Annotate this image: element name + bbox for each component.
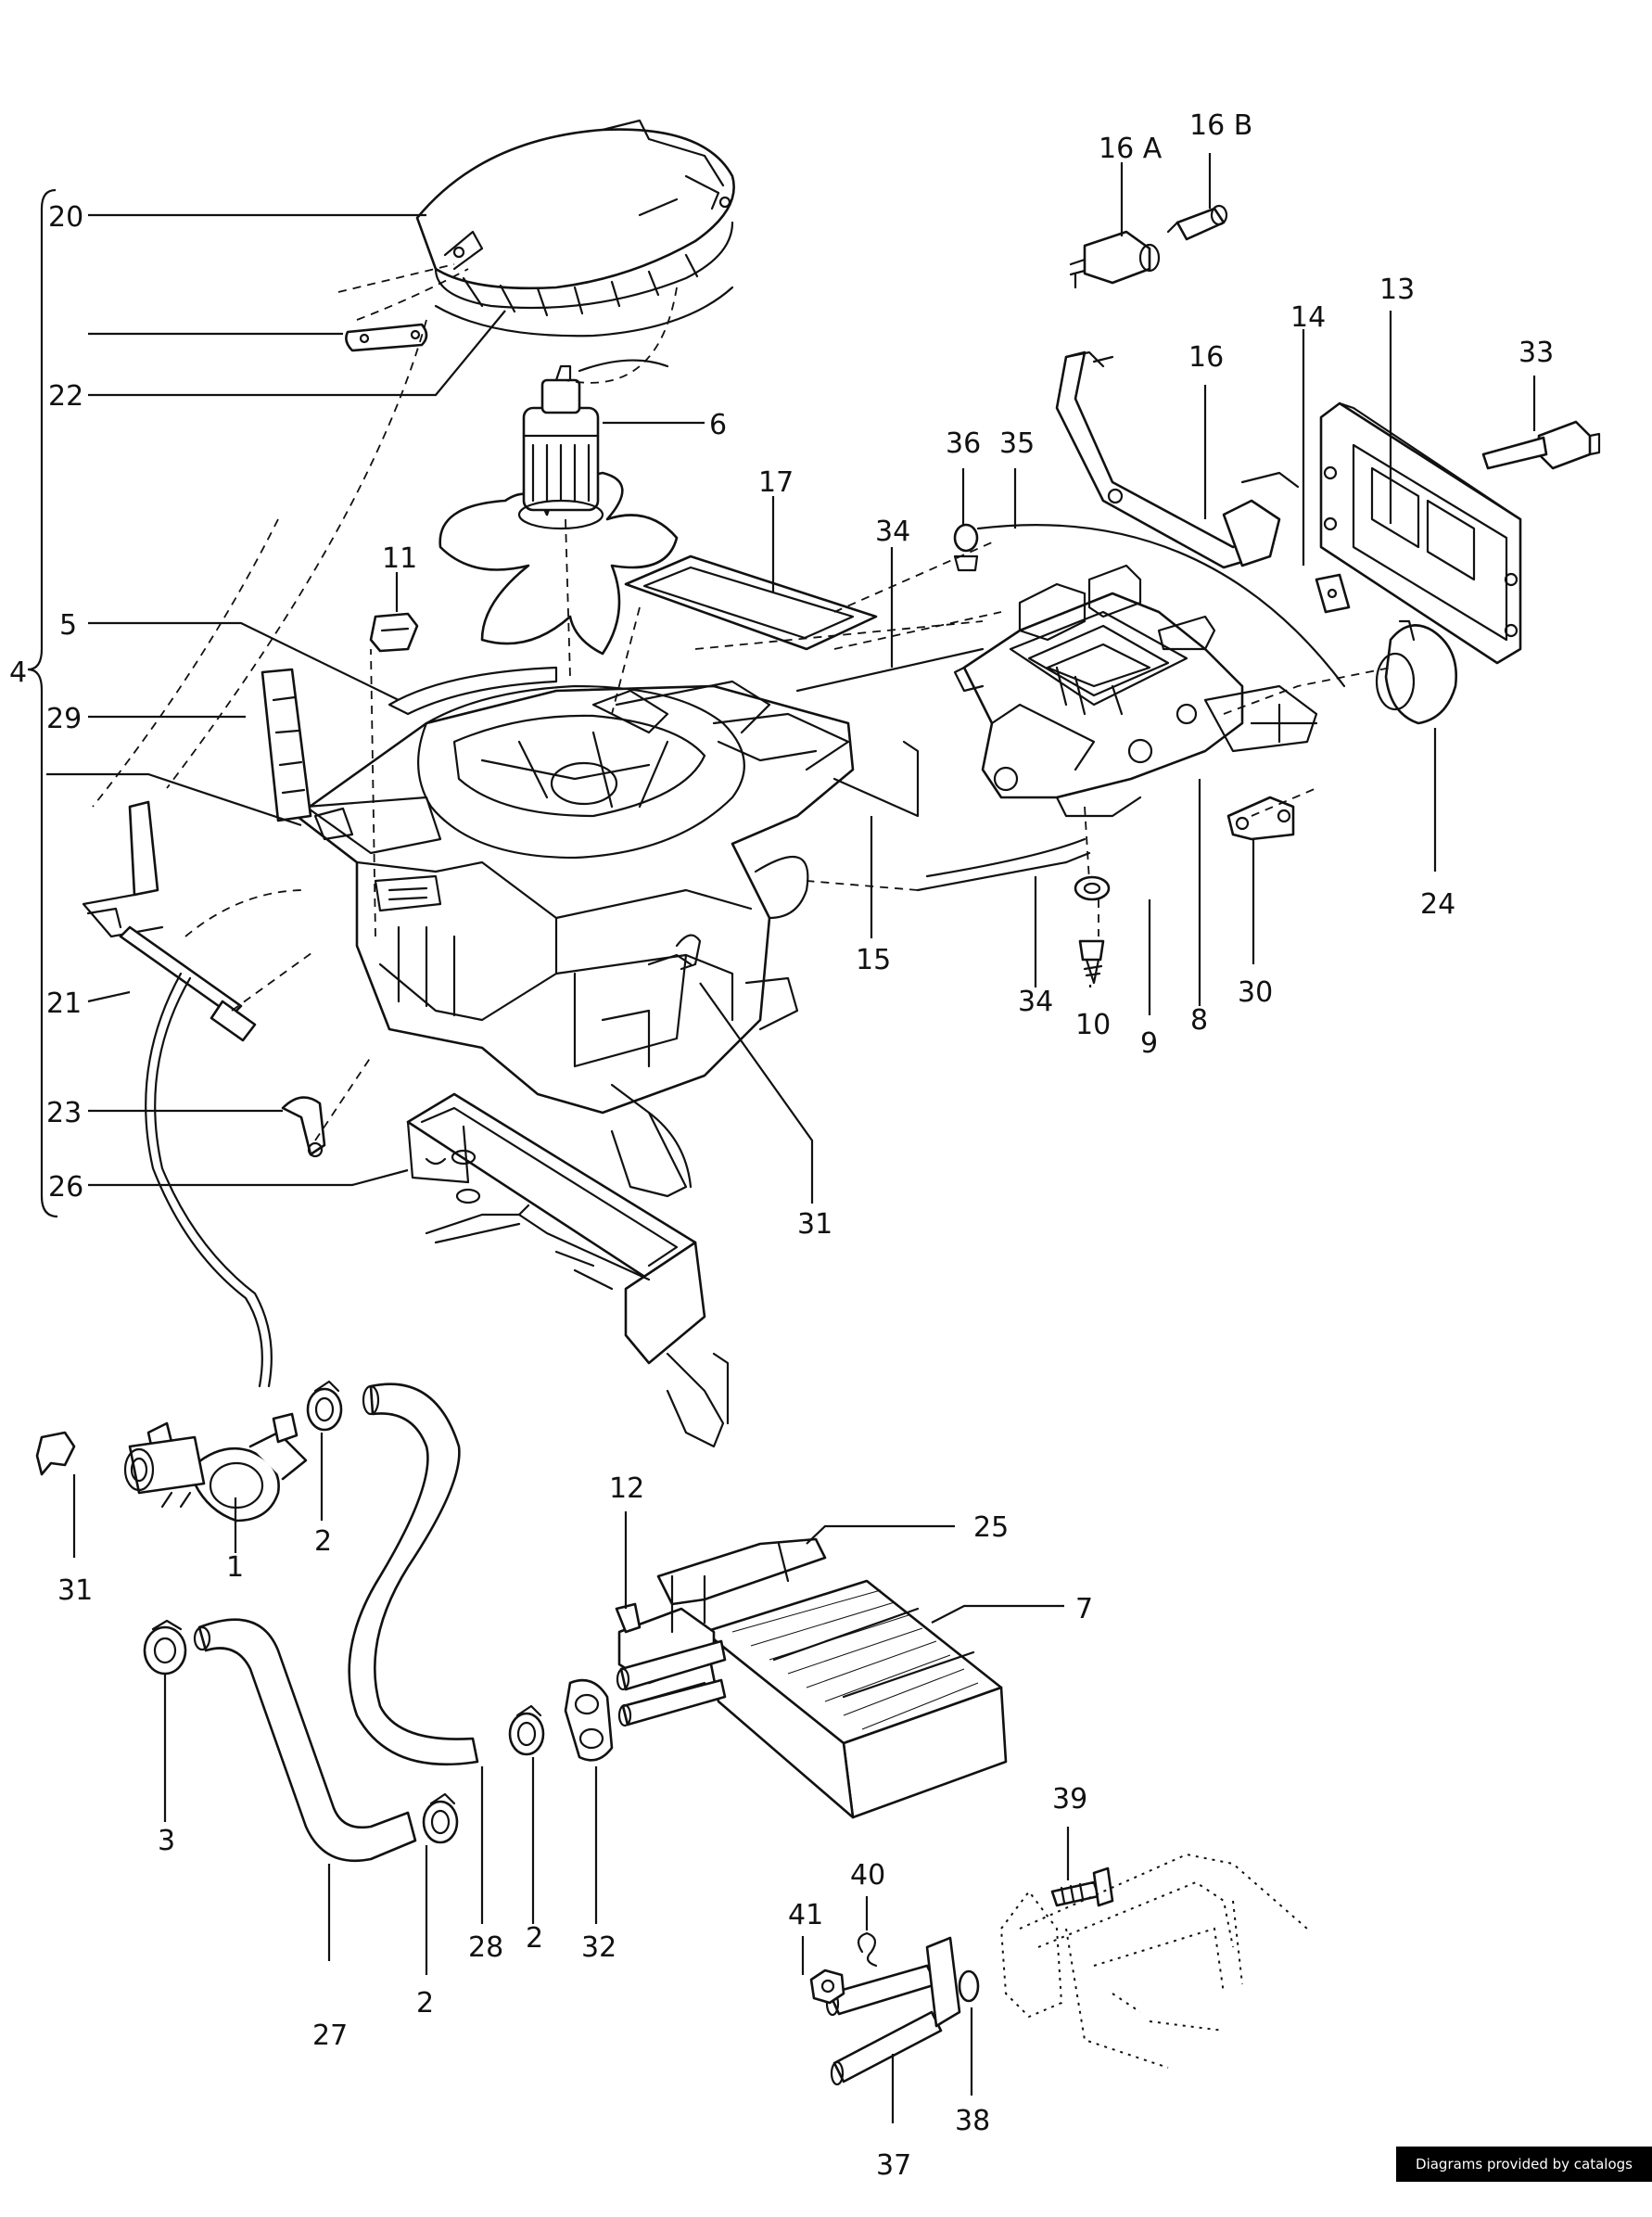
control-panel-part-13 xyxy=(1319,401,1522,665)
group-bracket xyxy=(27,188,58,1218)
label-13: 13 xyxy=(1379,274,1415,306)
seal-part-38 xyxy=(958,1969,980,2003)
label-11: 11 xyxy=(382,542,417,575)
label-31-lower: 31 xyxy=(57,1574,93,1607)
label-14: 14 xyxy=(1290,301,1326,334)
hose-clamp-part-3 xyxy=(143,1619,187,1675)
blower-cover xyxy=(415,119,735,338)
label-38: 38 xyxy=(955,2105,990,2137)
seal-strip-part-29 xyxy=(261,668,312,822)
label-26: 26 xyxy=(48,1171,83,1204)
hose-clamp-part-2-c xyxy=(508,1704,545,1756)
cables xyxy=(795,523,1346,892)
leader-lines xyxy=(46,153,1536,2123)
plate-part-14 xyxy=(1315,573,1351,614)
bracket-part-25 xyxy=(656,1537,827,1634)
label-21: 21 xyxy=(46,987,82,1020)
pipe-part-37 xyxy=(825,1936,961,2086)
label-31-upper: 31 xyxy=(797,1208,832,1241)
label-12: 12 xyxy=(609,1472,644,1505)
connector-part-33 xyxy=(1481,420,1601,470)
label-2-b: 2 xyxy=(416,1987,434,2020)
label-5: 5 xyxy=(59,609,77,642)
bracket-part-26 xyxy=(406,1092,730,1448)
label-41: 41 xyxy=(788,1899,823,1931)
rod-part-15 xyxy=(832,740,920,818)
label-3: 3 xyxy=(158,1825,175,1857)
clip-part-11 xyxy=(369,612,419,653)
control-unit-part-8 xyxy=(953,564,1318,818)
hose-part-28 xyxy=(348,1382,479,1766)
water-pump-part-1 xyxy=(123,1412,308,1523)
label-29: 29 xyxy=(46,703,82,735)
label-39: 39 xyxy=(1052,1783,1087,1816)
screw-part-10 xyxy=(1078,939,1105,985)
label-16b: 16 B xyxy=(1189,109,1252,142)
label-16: 16 xyxy=(1188,341,1224,374)
label-30: 30 xyxy=(1238,976,1273,1009)
label-1: 1 xyxy=(226,1551,244,1584)
clip-part-40 xyxy=(857,1931,878,1968)
label-7: 7 xyxy=(1075,1593,1093,1625)
label-2-c: 2 xyxy=(526,1922,543,1955)
label-33: 33 xyxy=(1519,337,1554,369)
nut-part-41 xyxy=(809,1969,845,2005)
label-40: 40 xyxy=(850,1859,885,1892)
label-32: 32 xyxy=(581,1931,616,1964)
heater-core-part-7 xyxy=(616,1579,1008,1819)
label-37: 37 xyxy=(876,2149,911,2182)
blower-motor xyxy=(438,359,679,656)
pump-cable xyxy=(145,972,273,1388)
label-2-a: 2 xyxy=(314,1525,332,1558)
label-6: 6 xyxy=(709,409,727,441)
filter-frame xyxy=(624,554,878,651)
credit-banner: Diagrams provided by catalogs parts xyxy=(1396,2147,1652,2208)
clip-part-12 xyxy=(615,1602,642,1634)
label-9: 9 xyxy=(1140,1027,1158,1060)
hose-part-27 xyxy=(193,1618,417,1863)
label-8: 8 xyxy=(1190,1004,1208,1037)
lever-rod-part-21 xyxy=(82,800,257,1042)
label-4: 4 xyxy=(9,656,27,689)
label-36: 36 xyxy=(946,427,981,460)
bolt-part-39 xyxy=(1050,1867,1114,1907)
bulb-part-16b xyxy=(1166,204,1228,241)
lever-part-30 xyxy=(1226,796,1295,841)
knob-part-24 xyxy=(1375,619,1457,725)
clip-part-31-upper xyxy=(675,934,702,971)
label-10: 10 xyxy=(1075,1009,1111,1041)
label-25: 25 xyxy=(973,1511,1009,1544)
lever-part-23 xyxy=(281,1096,326,1158)
switch-part-16a xyxy=(1069,230,1161,289)
label-34a: 34 xyxy=(875,516,910,548)
label-27: 27 xyxy=(312,2020,348,2052)
label-20: 20 xyxy=(48,201,83,234)
assembly-lines xyxy=(92,263,1391,1141)
label-23: 23 xyxy=(46,1097,82,1129)
bracket-part-16 xyxy=(1055,350,1300,569)
label-16a: 16 A xyxy=(1099,133,1163,165)
label-22: 22 xyxy=(48,380,83,413)
label-34b: 34 xyxy=(1018,986,1053,1018)
label-24: 24 xyxy=(1420,888,1455,921)
grommet-part-36 xyxy=(953,523,979,572)
clip-part-31-lower xyxy=(35,1431,76,1476)
clip-part-22 xyxy=(345,323,428,352)
firewall-outline xyxy=(999,1853,1308,2069)
label-15: 15 xyxy=(856,944,891,976)
label-17: 17 xyxy=(758,466,794,499)
grommet-part-32 xyxy=(564,1678,614,1762)
hose-clamp-part-2-b xyxy=(422,1792,459,1844)
heater-housing xyxy=(295,666,855,1198)
hose-clamp-part-2-a xyxy=(306,1380,343,1432)
label-28: 28 xyxy=(468,1931,503,1964)
part-labels: 20 22 5 4 29 21 23 26 6 11 17 34 36 35 1… xyxy=(9,109,1554,2182)
label-35: 35 xyxy=(999,427,1035,460)
washer-part-9 xyxy=(1074,875,1111,901)
